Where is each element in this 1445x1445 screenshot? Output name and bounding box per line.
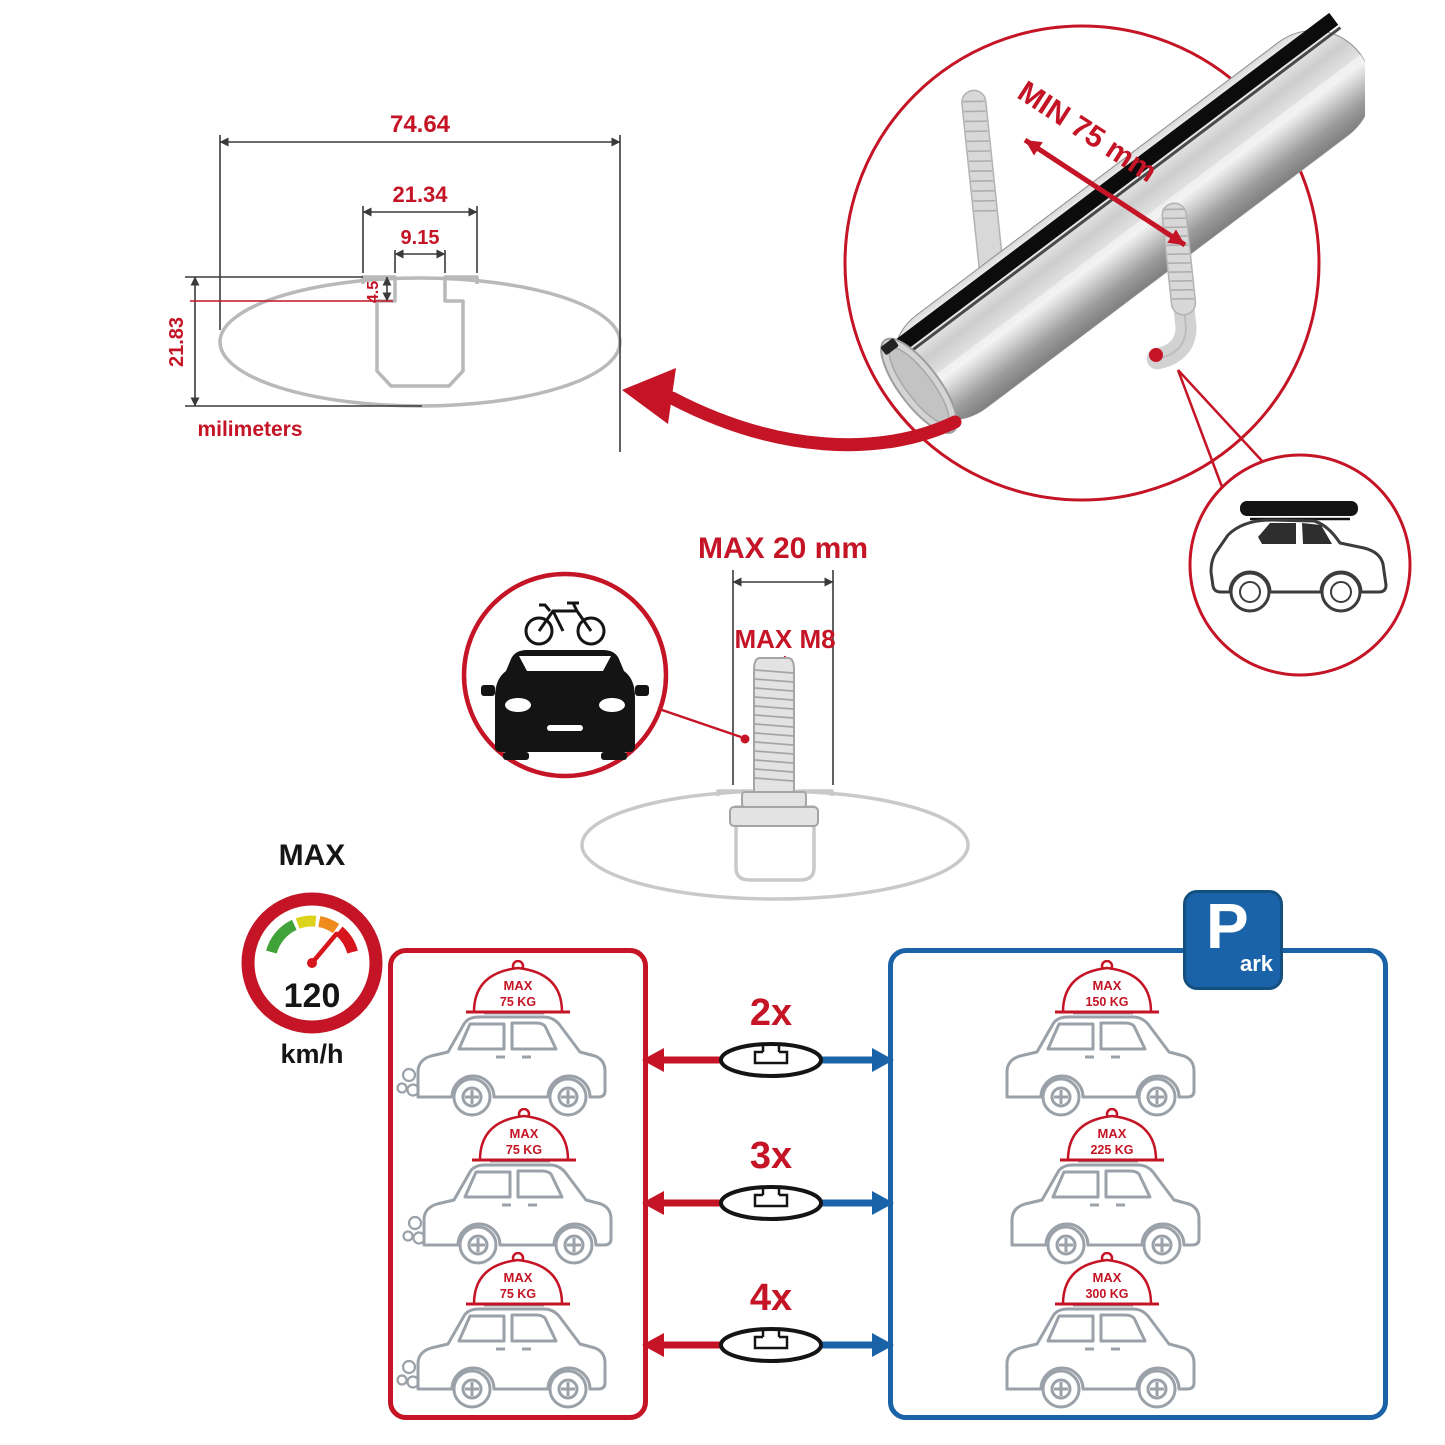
- headlight-left: [505, 698, 531, 712]
- bolt-dimension-lines: [732, 570, 834, 785]
- driving-car-2: MAX 75 KG: [402, 1108, 613, 1265]
- parked-car-1: MAX 150 KG: [1005, 960, 1196, 1117]
- dim-total-width: 74.64: [390, 111, 451, 138]
- bolt-diagram: MAX 20 mm MAX M8: [580, 532, 970, 901]
- mirror-left: [481, 685, 495, 696]
- car-load-max-label: MAX: [504, 978, 533, 993]
- dim-slot-depth: 4.5: [365, 281, 382, 303]
- suv-with-roofbox-icon: [1209, 501, 1388, 613]
- arrow-right-icon: [872, 1191, 894, 1215]
- bar-count-row-2: 3x: [642, 1135, 894, 1221]
- bike-on-car-badge: [461, 571, 669, 779]
- clamp-hook-rear: [961, 89, 1004, 281]
- bar-count-label: 2x: [750, 992, 792, 1034]
- car-load-max-label: MAX: [504, 1270, 533, 1285]
- car-load-max-label: MAX: [510, 1126, 539, 1141]
- roof-box: [1240, 501, 1358, 516]
- threaded-bolt: [729, 657, 819, 827]
- park-sign-suffix: ark: [1240, 951, 1274, 976]
- car-load-value: 300 KG: [1085, 1287, 1128, 1301]
- speed-max-label: MAX: [279, 839, 346, 872]
- bar-closeup: MIN 75 mm: [843, 12, 1365, 502]
- parked-car-3: MAX 300 KG: [1005, 1252, 1196, 1409]
- car-load-value: 225 KG: [1090, 1143, 1133, 1157]
- speed-unit: km/h: [280, 1039, 343, 1069]
- bar-count-row-3: 4x: [642, 1277, 894, 1363]
- dim-slot-width: 9.15: [401, 227, 440, 249]
- aluminum-crossbar: [880, 12, 1365, 434]
- speedometer-gauge: [266, 915, 358, 954]
- speed-value: 120: [284, 977, 341, 1015]
- speedometer-needle: [309, 931, 339, 966]
- bar-count-label: 4x: [750, 1277, 792, 1319]
- bar-count-column: 2x 3x 4x: [642, 992, 894, 1363]
- dim-channel-width: 21.34: [392, 182, 448, 207]
- car-load-max-label: MAX: [1093, 978, 1122, 993]
- speed-limit-badge: MAX 120 km/h: [241, 839, 383, 1069]
- suv-roofbox-badge: [1188, 453, 1412, 677]
- dim-height: 21.83: [166, 317, 188, 367]
- bicycle-icon: [524, 601, 606, 646]
- arrow-left-icon: [642, 1333, 664, 1357]
- bar-count-label: 3x: [750, 1135, 792, 1177]
- arrow-left-icon: [642, 1191, 664, 1215]
- car-load-max-label: MAX: [1098, 1126, 1127, 1141]
- car-load-value: 75 KG: [500, 1287, 536, 1301]
- headlight-right: [599, 698, 625, 712]
- park-sign-letter: P: [1206, 890, 1249, 962]
- arrow-right-icon: [872, 1333, 894, 1357]
- parked-car-2: MAX 225 KG: [1010, 1108, 1201, 1265]
- bolt-thread-label: MAX M8: [734, 624, 835, 654]
- hook-callout-dot: [1149, 348, 1163, 362]
- driving-car-1: MAX 75 KG: [396, 960, 607, 1117]
- units-label: milimeters: [197, 418, 302, 441]
- crossbar-profile-icon: [719, 1185, 823, 1221]
- car-load-value: 150 KG: [1085, 995, 1128, 1009]
- car-front-icon: [481, 650, 649, 760]
- dimension-lines: [185, 135, 621, 452]
- driving-car-3: MAX 75 KG: [396, 1252, 607, 1409]
- crossbar-profile-icon: [719, 1042, 823, 1078]
- mirror-right: [635, 685, 649, 696]
- car-load-max-label: MAX: [1093, 1270, 1122, 1285]
- bolt-max-width-label: MAX 20 mm: [698, 532, 868, 565]
- arrow-left-icon: [642, 1048, 664, 1072]
- crossbar-profile-outline: [218, 275, 622, 408]
- clamp-hook-front: [1146, 202, 1197, 370]
- crossbar-profile-icon: [719, 1327, 823, 1363]
- car-load-value: 75 KG: [506, 1143, 542, 1157]
- arrow-right-icon: [872, 1048, 894, 1072]
- car-load-value: 75 KG: [500, 995, 536, 1009]
- rubber-strip: [891, 12, 1339, 355]
- rail-profile-ghost: [580, 789, 970, 901]
- park-sign: P ark: [1183, 890, 1283, 990]
- bar-count-row-1: 2x: [642, 992, 894, 1078]
- min-clamp-arrow: [1023, 137, 1187, 248]
- cross-section-diagram: 74.64 21.34 9.15 4.5 21.83 milimeters: [166, 111, 622, 452]
